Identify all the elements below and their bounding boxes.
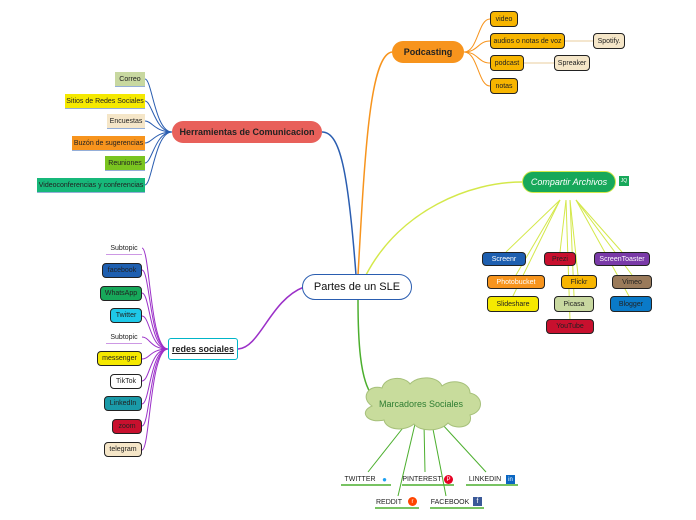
herramientas-item-sitios[interactable]: Sitios de Redes Sociales	[65, 94, 145, 108]
compartir-badge: JQ	[619, 176, 629, 186]
herramientas-topic[interactable]: Herramientas de Comunicacion	[172, 121, 322, 143]
compartir-item-photobucket[interactable]: Photobucket	[487, 275, 545, 289]
herramientas-item-buzon[interactable]: Buzón de sugerencias	[72, 136, 145, 150]
marcadores-topic[interactable]: Marcadores Sociales	[378, 398, 464, 409]
podcasting-sub-spreaker[interactable]: Spreaker	[554, 55, 590, 71]
marcadores-item-reddit[interactable]: REDDIT	[375, 499, 403, 506]
redes-item-tiktok[interactable]: TikTok	[110, 374, 142, 389]
compartir-item-picasa[interactable]: Picasa	[554, 296, 594, 312]
marcadores-item-pinterest[interactable]: PINTEREST	[402, 476, 442, 483]
cloud-shape	[364, 377, 481, 431]
marcadores-item-linkedin[interactable]: LINKEDIN	[468, 476, 502, 483]
redes-topic[interactable]: redes sociales	[168, 338, 238, 360]
pinterest-icon: P	[444, 475, 453, 484]
podcasting-sub-spotify[interactable]: Spotify.	[593, 33, 625, 49]
herramientas-item-correo[interactable]: Correo	[115, 72, 145, 86]
reddit-icon: r	[408, 497, 417, 506]
compartir-item-prezi[interactable]: Prezi	[544, 252, 576, 266]
compartir-item-vimeo[interactable]: Vimeo	[612, 275, 652, 289]
marcadores-item-facebook[interactable]: FACEBOOK	[430, 499, 470, 506]
redes-item-telegram[interactable]: telegram	[104, 442, 142, 457]
redes-item-subtopic-2[interactable]: Subtopic	[106, 331, 142, 343]
compartir-item-slideshare[interactable]: Slideshare	[487, 296, 539, 312]
herramientas-item-reuniones[interactable]: Reuniones	[105, 156, 145, 170]
twitter-icon: ●	[382, 475, 387, 484]
compartir-topic[interactable]: Compartir Archivos	[522, 171, 616, 193]
redes-item-zoom[interactable]: zoom	[112, 419, 142, 434]
compartir-item-blogger[interactable]: Blogger	[610, 296, 652, 312]
compartir-item-youtube[interactable]: YouTube	[546, 319, 594, 334]
redes-item-subtopic-1[interactable]: Subtopic	[106, 242, 142, 254]
redes-item-messenger[interactable]: messenger	[97, 351, 142, 366]
podcasting-item-podcast[interactable]: podcast	[490, 55, 524, 71]
redes-item-whatsapp[interactable]: WhatsApp	[100, 286, 142, 301]
podcasting-item-audios[interactable]: audios o notas de voz	[490, 33, 565, 49]
linkedin-icon: in	[506, 475, 515, 484]
herramientas-item-encuestas[interactable]: Encuestas	[107, 114, 145, 128]
redes-item-linkedin[interactable]: LinkedIn	[104, 396, 142, 411]
podcasting-item-notas[interactable]: notas	[490, 78, 518, 94]
podcasting-item-video[interactable]: video	[490, 11, 518, 27]
central-topic[interactable]: Partes de un SLE	[302, 274, 412, 300]
podcasting-topic[interactable]: Podcasting	[392, 41, 464, 63]
redes-item-facebook[interactable]: facebook	[102, 263, 142, 278]
herramientas-item-videoconferencias[interactable]: Videoconferencias y conferencias	[37, 178, 145, 192]
marcadores-item-twitter[interactable]: TWITTER	[344, 476, 376, 483]
compartir-item-screenr[interactable]: Screenr	[482, 252, 526, 266]
redes-item-twitter[interactable]: Twitter	[110, 308, 142, 323]
facebook-icon: f	[473, 497, 482, 506]
compartir-item-screentoaster[interactable]: ScreenToaster	[594, 252, 650, 266]
compartir-item-flickr[interactable]: Flickr	[561, 275, 597, 289]
